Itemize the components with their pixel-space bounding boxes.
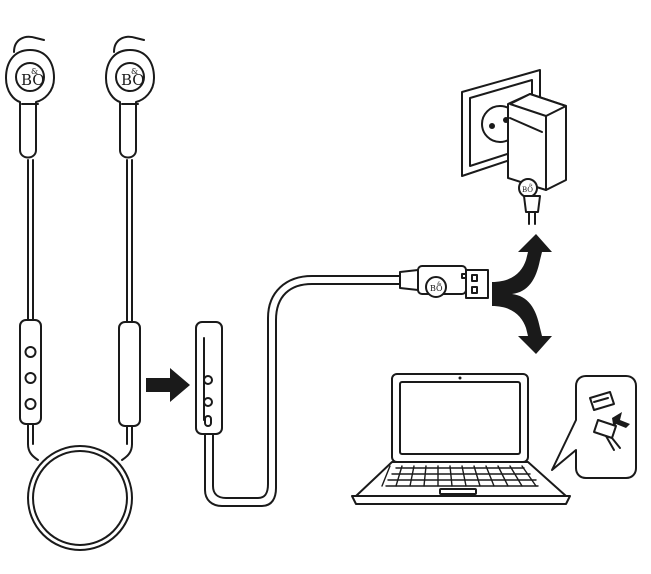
usb-strain-relief [399, 269, 419, 291]
laptop-keyboard [381, 465, 539, 487]
laptop-usb-port-slot [593, 397, 609, 403]
left-earbud-logo: BO [21, 71, 45, 89]
usb-plug-logo: BO [430, 284, 443, 293]
insert-arrow-icon [612, 412, 630, 430]
neck-loop-outer [27, 445, 133, 551]
callout-usb-cable-b [605, 435, 615, 451]
wall-charger-icon: BO & [461, 69, 567, 225]
left-earbud-wing [13, 35, 45, 53]
fork-arrow-icon [492, 234, 552, 354]
laptop-base-edge [351, 495, 571, 505]
charging-clip-contact-icon [203, 375, 213, 385]
charging-clip-contact-icon-3 [204, 415, 212, 427]
left-earbud-logo-disc [15, 62, 45, 92]
right-cable-sleeve [118, 321, 141, 427]
left-earbud-logo-amp: & [31, 67, 38, 76]
remote-button-minus-icon [24, 398, 37, 410]
laptop-usb-port [589, 391, 615, 411]
charging-cable-icon [195, 269, 419, 507]
callout-usb-cable [611, 437, 621, 449]
neck-loop-joint-right [121, 443, 133, 461]
charging-clip-contact-icon-2 [203, 397, 213, 407]
callout-bubble [551, 375, 637, 479]
remote-button-center-icon [24, 372, 37, 384]
usb-plug-pin-icon-2 [471, 286, 478, 294]
neck-loop-joint-left [27, 443, 39, 461]
laptop-trackpad [439, 488, 477, 495]
charging-cable-outer [204, 283, 411, 507]
wall-charger-port [523, 195, 541, 213]
charger-logo-amp: & [529, 182, 533, 187]
remote-button-plus-icon [24, 346, 37, 358]
arrow-right-icon [146, 368, 190, 402]
usb-connector-icon: BO & [417, 265, 489, 299]
usb-plug-logo-disc [425, 276, 447, 298]
usb-plug-logo-amp: & [437, 281, 442, 287]
usb-port-callout-icon [551, 375, 637, 479]
wall-charger-face-line [509, 117, 543, 133]
right-earbud-logo: BO [121, 71, 145, 89]
charging-cable-inner [212, 275, 411, 499]
laptop-icon [351, 373, 571, 505]
neck-loop-inner [32, 450, 128, 546]
fork-arrow-shape [492, 234, 552, 354]
laptop-camera-icon [458, 376, 462, 380]
usb-plug-pin-icon [471, 274, 478, 282]
right-earbud-wing [113, 35, 145, 53]
charger-logo: BO [522, 186, 533, 194]
right-earbud-logo-disc [115, 62, 145, 92]
laptop-screen [399, 381, 521, 455]
power-socket-hole-icon [489, 123, 495, 129]
earphones-icon: BO & BO & [5, 35, 155, 551]
right-earbud-logo-amp: & [131, 67, 138, 76]
